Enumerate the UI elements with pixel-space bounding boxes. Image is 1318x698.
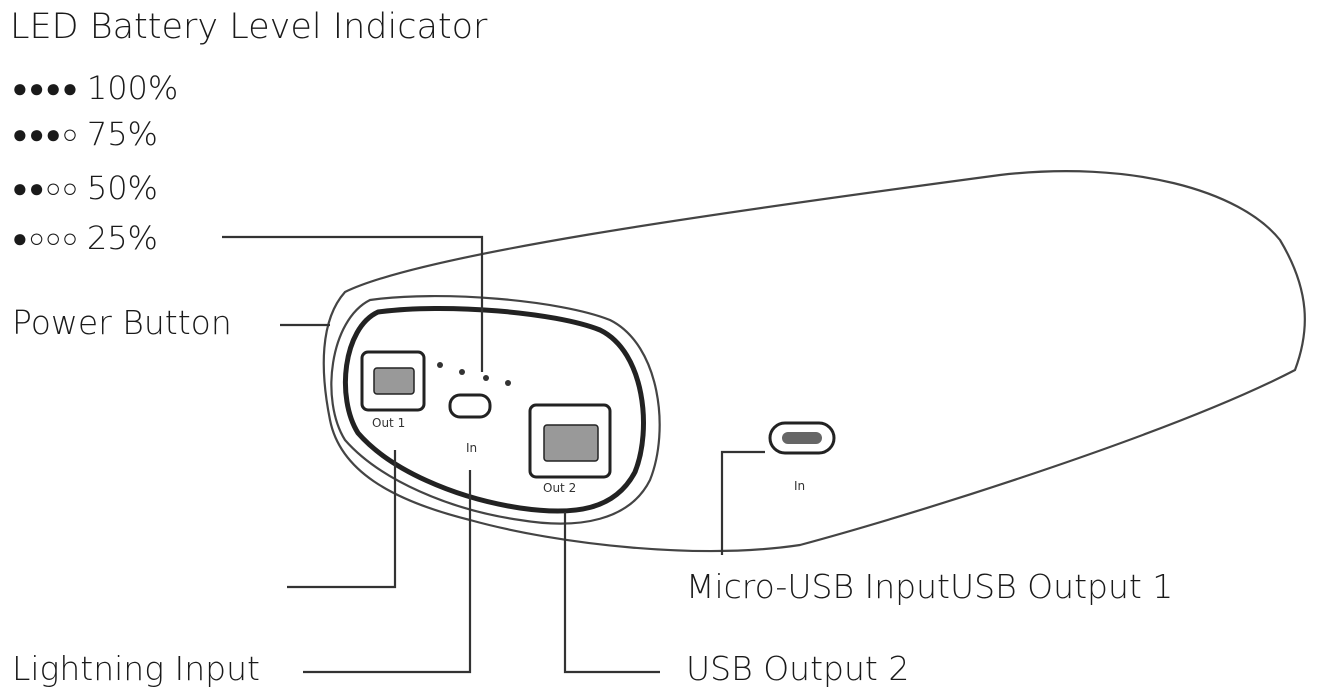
leader-lightning xyxy=(303,470,472,674)
lightning-port xyxy=(448,393,492,419)
led-dot-3 xyxy=(483,375,489,381)
callout-usb-output-2: USB Output 2 xyxy=(686,649,910,688)
leader-side-in xyxy=(720,450,765,555)
led-dot-1 xyxy=(437,362,443,368)
side-in-port-label: In xyxy=(794,479,805,493)
level-25-dots: ●○○○ xyxy=(12,224,79,254)
level-100: ●●●●100% xyxy=(12,72,178,104)
led-dot-4 xyxy=(505,380,511,386)
level-25: ●○○○25% xyxy=(12,222,158,254)
level-50-percent: 50% xyxy=(86,169,158,207)
callout-micro-usb-usb-out1: Micro-USB InputUSB Output 1 xyxy=(686,567,1174,606)
indicator-title: LED Battery Level Indicator xyxy=(10,7,488,47)
leader-out1 xyxy=(287,450,397,589)
level-75-percent: 75% xyxy=(86,115,158,153)
front-in-port-label: In xyxy=(466,441,477,455)
level-100-dots: ●●●● xyxy=(12,74,79,104)
level-75: ●●●○75% xyxy=(12,118,158,150)
usb-out2-port xyxy=(528,403,612,479)
callout-lightning-input: Lightning Input xyxy=(12,649,260,688)
out2-port-label: Out 2 xyxy=(543,481,576,495)
out1-port-label: Out 1 xyxy=(372,416,405,430)
level-100-percent: 100% xyxy=(86,69,179,107)
level-25-percent: 25% xyxy=(86,219,158,257)
front-face-outer xyxy=(330,294,661,525)
usb-out1-port xyxy=(360,350,426,412)
front-face-bezel xyxy=(342,305,646,514)
level-75-dots: ●●●○ xyxy=(12,120,79,150)
callout-power-button: Power Button xyxy=(12,303,232,342)
led-dot-2 xyxy=(459,369,465,375)
level-50-dots: ●●○○ xyxy=(12,174,79,204)
level-50: ●●○○50% xyxy=(12,172,158,204)
leader-out2 xyxy=(563,512,660,674)
leader-led xyxy=(222,235,484,372)
